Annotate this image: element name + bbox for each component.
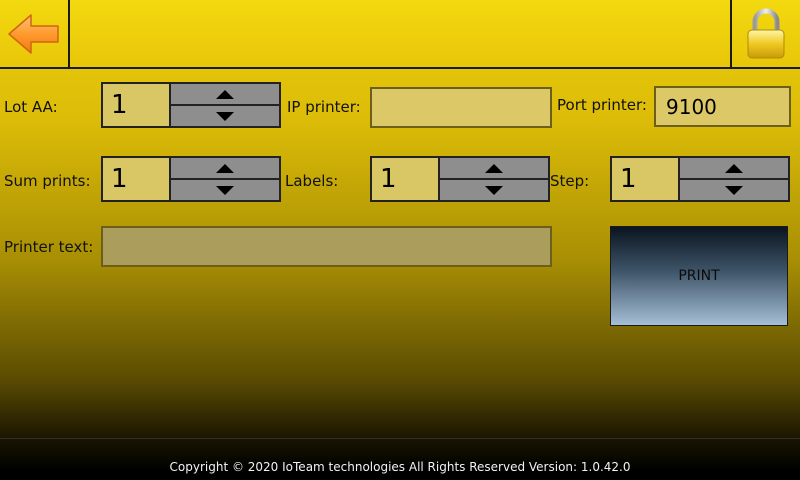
printer-text-label: Printer text: (4, 238, 94, 256)
sum-prints-decrement-button[interactable] (171, 180, 279, 200)
sum-prints-increment-button[interactable] (171, 158, 279, 180)
step-increment-button[interactable] (680, 158, 788, 180)
port-printer-input[interactable] (654, 86, 791, 127)
step-label: Step: (550, 172, 590, 190)
print-button[interactable]: PRINT (610, 226, 788, 326)
lot-aa-label: Lot AA: (4, 98, 58, 116)
caret-down-icon (216, 111, 234, 121)
port-printer-label: Port printer: (557, 96, 647, 114)
labels-stepper[interactable]: 1 (370, 156, 550, 202)
printer-text-input[interactable] (101, 226, 552, 267)
step-decrement-button[interactable] (680, 180, 788, 200)
lot-aa-value[interactable]: 1 (103, 84, 171, 126)
caret-down-icon (216, 185, 234, 195)
labels-label: Labels: (285, 172, 339, 190)
labels-value[interactable]: 1 (372, 158, 440, 200)
caret-up-icon (216, 163, 234, 173)
back-button[interactable] (0, 0, 70, 67)
lot-aa-decrement-button[interactable] (171, 106, 279, 126)
ip-printer-input[interactable] (370, 87, 552, 128)
caret-up-icon (485, 163, 503, 173)
arrow-left-icon (8, 13, 59, 54)
step-value[interactable]: 1 (612, 158, 680, 200)
caret-up-icon (725, 163, 743, 173)
lock-button[interactable] (730, 0, 800, 67)
sum-prints-value[interactable]: 1 (103, 158, 171, 200)
labels-increment-button[interactable] (440, 158, 548, 180)
caret-down-icon (725, 185, 743, 195)
lot-aa-stepper[interactable]: 1 (101, 82, 281, 128)
padlock-icon (747, 8, 785, 58)
ip-printer-label: IP printer: (287, 98, 361, 116)
top-bar (0, 0, 800, 69)
sum-prints-label: Sum prints: (4, 172, 91, 190)
labels-decrement-button[interactable] (440, 180, 548, 200)
caret-down-icon (485, 185, 503, 195)
caret-up-icon (216, 89, 234, 99)
lot-aa-increment-button[interactable] (171, 84, 279, 106)
step-stepper[interactable]: 1 (610, 156, 790, 202)
footer-copyright: Copyright © 2020 IoTeam technologies All… (0, 438, 800, 480)
sum-prints-stepper[interactable]: 1 (101, 156, 281, 202)
